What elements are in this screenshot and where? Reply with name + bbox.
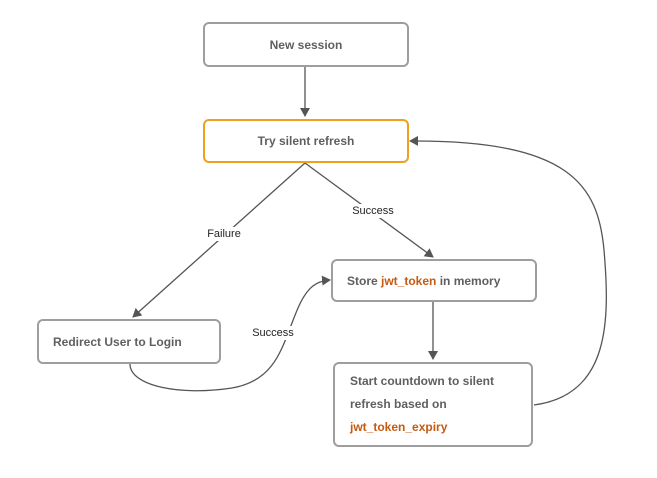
edge-redirect-success-to-store-token — [129, 275, 331, 392]
edge-label-login-success: Success — [249, 326, 297, 340]
node-redirect-label: Redirect User to Login — [53, 334, 182, 349]
node-countdown-line2: refresh based on — [350, 397, 447, 411]
node-countdown-code: jwt_token_expiry — [350, 420, 448, 434]
node-redirect-to-login: Redirect User to Login — [37, 319, 221, 364]
edge-label-success: Success — [349, 204, 397, 218]
node-try-silent-refresh-label: Try silent refresh — [257, 134, 355, 148]
node-store-prefix: Store — [347, 273, 382, 288]
node-start-countdown: Start countdown to silent refresh based … — [333, 362, 533, 447]
node-store-code: jwt_token — [381, 273, 437, 288]
edge-label-failure: Failure — [204, 227, 244, 241]
edge-countdown-loop-to-try-refresh — [409, 135, 607, 406]
node-store-jwt-token: Store jwt_token in memory — [331, 259, 537, 302]
node-try-silent-refresh: Try silent refresh — [203, 119, 409, 163]
node-new-session-label: New session — [269, 37, 343, 52]
node-store-suffix: in memory — [436, 273, 501, 288]
node-new-session: New session — [203, 22, 409, 67]
node-countdown-line1: Start countdown to silent — [350, 374, 494, 388]
